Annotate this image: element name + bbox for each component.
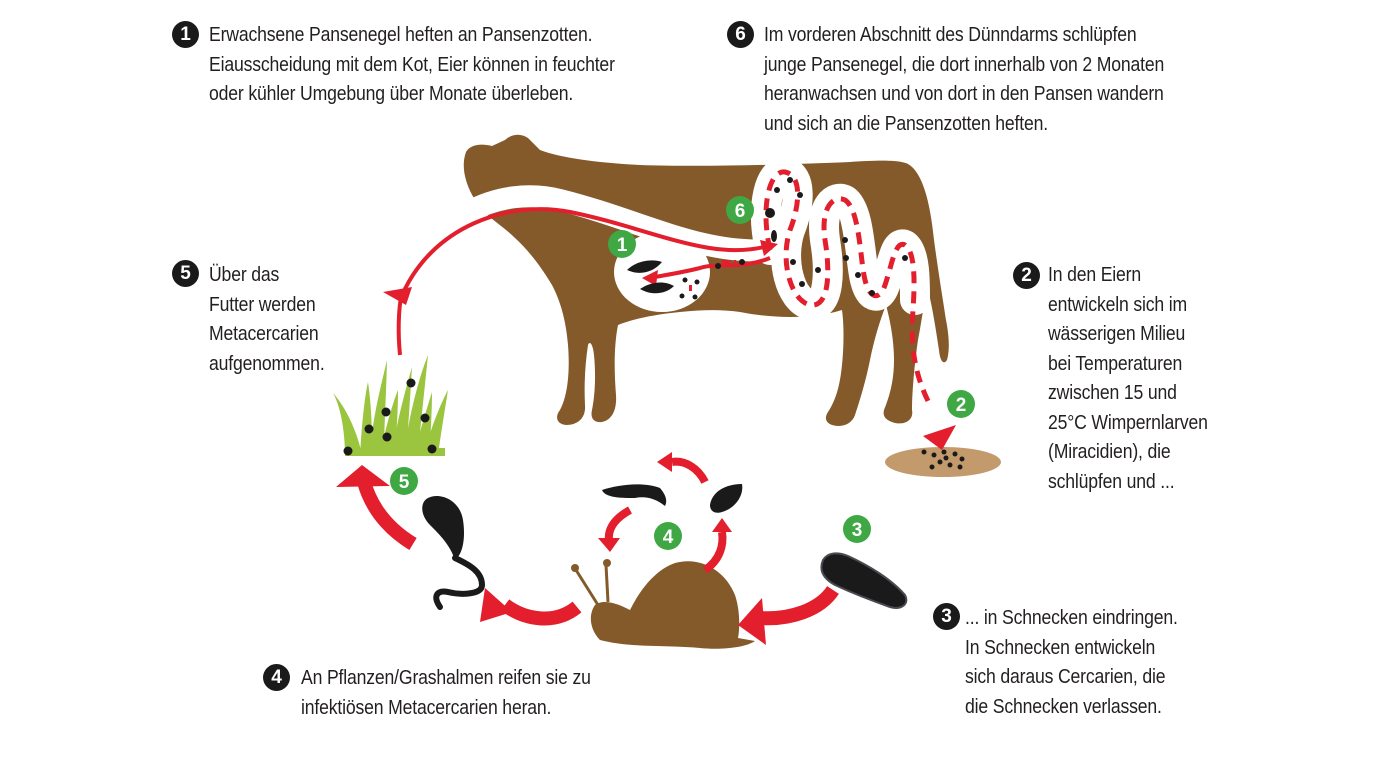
step-3-line: die Schnecken verlassen. <box>965 694 1162 718</box>
green-badge-3: 3 <box>843 515 871 543</box>
step-1-line: Erwachsene Pansenegel heften an Pansenzo… <box>209 23 593 46</box>
snail-cycle-arrow-right <box>702 531 727 574</box>
feed-arrow-path <box>398 207 769 301</box>
snail-to-cercaria-arrow <box>500 599 582 626</box>
rumen-oval <box>614 232 710 312</box>
green-badge-6: 6 <box>726 196 754 224</box>
step-4-badge: 4 <box>263 664 290 691</box>
return-arrow-path <box>649 256 771 280</box>
step-5-line: Futter werden <box>209 292 316 316</box>
miracidium-shape <box>820 552 908 609</box>
step-6-line: junge Pansenegel, die dort innerhalb von… <box>764 52 1165 76</box>
metacercaria-arrow <box>357 479 417 550</box>
dung-arrow-head <box>923 425 956 450</box>
step-5-line: Metacercarien <box>209 322 319 345</box>
sporocyst-shape <box>710 484 743 513</box>
step-1-line: Eiausscheidung mit dem Kot, Eier können … <box>209 52 615 76</box>
egg-dots-intestine <box>765 177 908 296</box>
green-badge-5: 5 <box>390 467 418 495</box>
dung-patch <box>885 447 1001 477</box>
step-3-text: ... in Schnecken eindringen. In Schnecke… <box>965 603 1178 721</box>
step-1-text: Erwachsene Pansenegel heften an Pansenzo… <box>209 20 615 109</box>
step-2-line: entwickeln sich im <box>1048 292 1187 316</box>
svg-text:4: 4 <box>663 527 674 548</box>
intestine-dashed-path <box>763 169 933 407</box>
step-2-text: In den Eiern entwickeln sich im wässerig… <box>1048 260 1208 496</box>
snail <box>571 559 755 649</box>
grass-tuft <box>333 355 448 456</box>
step-2-line: wässerigen Milieu <box>1048 322 1186 345</box>
step-2-line: zwischen 15 und <box>1048 381 1177 404</box>
step-5-badge: 5 <box>172 260 199 287</box>
step-6-text: Im vorderen Abschnitt des Dünndarms schl… <box>764 20 1164 138</box>
svg-text:5: 5 <box>399 472 410 493</box>
svg-text:1: 1 <box>617 235 628 256</box>
step-6-line: heranwachsen und von dort in den Pansen … <box>764 82 1164 105</box>
svg-text:6: 6 <box>735 201 746 222</box>
step-5-line: Über das <box>209 263 280 286</box>
step-2-badge: 2 <box>1013 262 1040 289</box>
step-6-badge: 6 <box>727 21 754 48</box>
adult-flukes-rumen <box>627 260 700 300</box>
green-badge-2: 2 <box>947 390 975 418</box>
step-2-line: (Miracidien), die <box>1048 440 1171 463</box>
cercaria-shape <box>422 496 486 610</box>
step-6-line: Im vorderen Abschnitt des Dünndarms schl… <box>764 23 1137 46</box>
snail-cycle-arrow-top <box>671 457 709 484</box>
step-3-badge: 3 <box>933 603 960 630</box>
step-3-line: sich daraus Cercarien, die <box>965 665 1166 688</box>
step-4-text: An Pflanzen/Grashalmen reifen sie zu inf… <box>301 663 591 722</box>
step-2-line: In den Eiern <box>1048 263 1142 286</box>
step-3-line: In Schnecken entwickeln <box>965 635 1156 659</box>
svg-text:2: 2 <box>956 395 967 416</box>
step-2-line: schlüpfen und ... <box>1048 469 1175 493</box>
step-3-line: ... in Schnecken eindringen. <box>965 606 1178 629</box>
esophagus-channel <box>389 185 781 306</box>
green-badge-4: 4 <box>654 522 682 550</box>
step-6-line: und sich an die Pansenzotten heften. <box>764 111 1048 135</box>
step-2-line: bei Temperaturen <box>1048 351 1183 375</box>
step-2-line: 25°C Wimpernlarven <box>1048 410 1208 434</box>
redia-shape <box>602 484 667 506</box>
green-badge-1: 1 <box>608 230 636 258</box>
step-5-line: aufgenommen. <box>209 351 325 375</box>
step-4-line: An Pflanzen/Grashalmen reifen sie zu <box>301 666 591 689</box>
step-1-line: oder kühler Umgebung über Monate überleb… <box>209 82 574 105</box>
step-5-text: Über das Futter werden Metacercarien auf… <box>209 260 325 378</box>
step-1-badge: 1 <box>172 21 199 48</box>
svg-text:3: 3 <box>852 520 863 541</box>
miracidium-to-snail-arrow <box>759 585 839 626</box>
step-4-line: infektiösen Metacercarien heran. <box>301 695 552 719</box>
